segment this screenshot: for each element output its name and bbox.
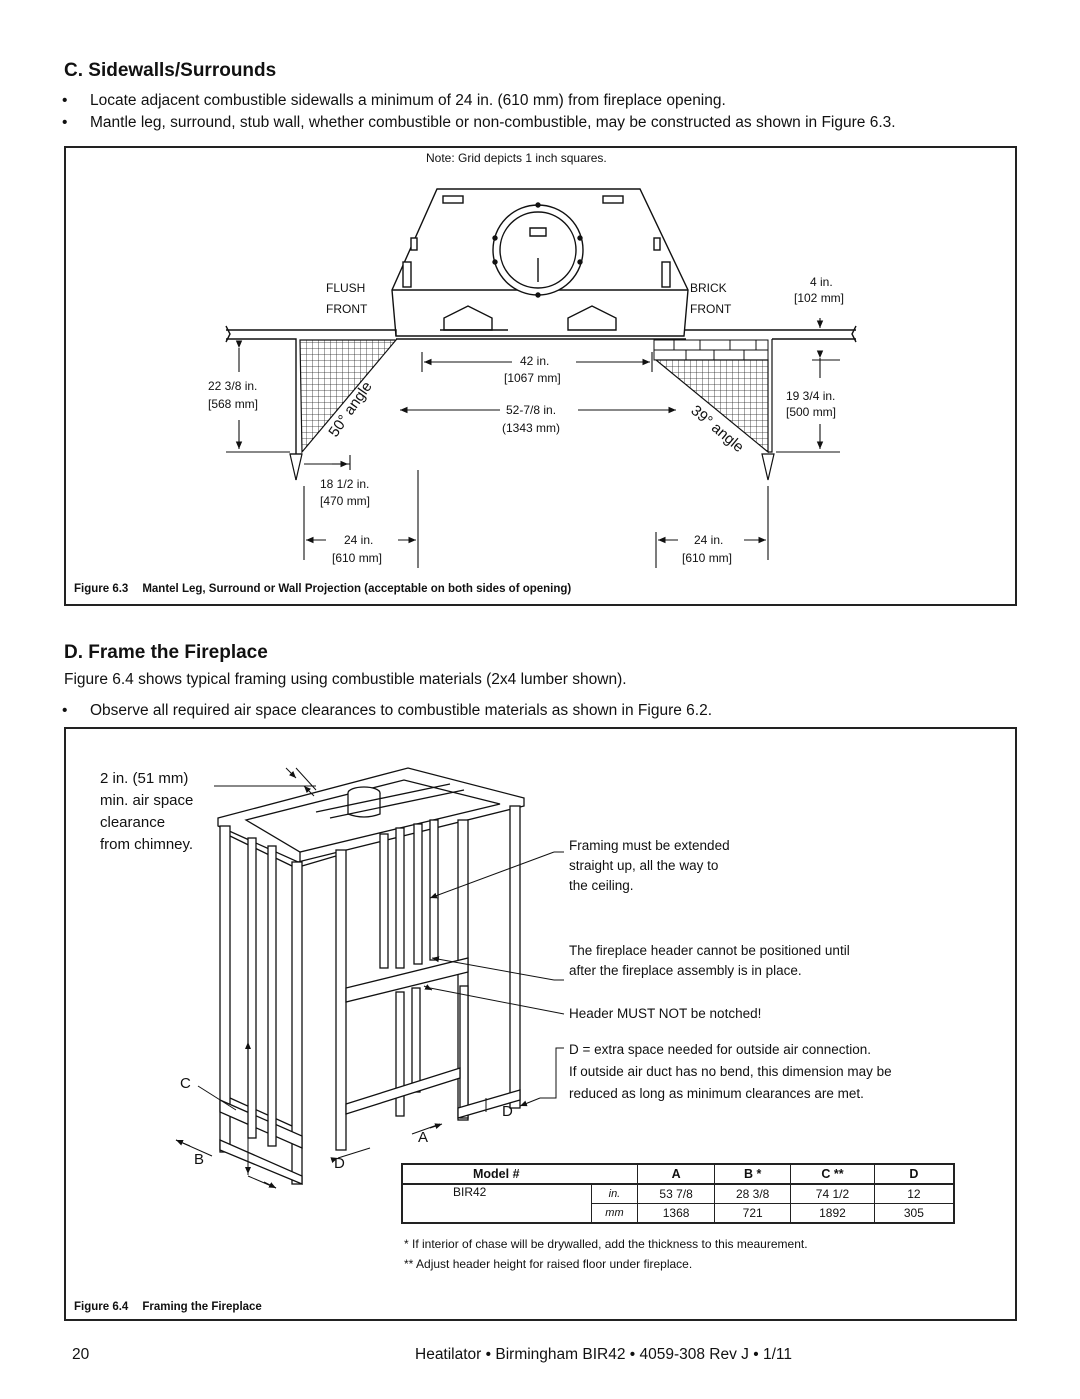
dim-24in-left-2: [610 mm]: [332, 551, 382, 565]
dim-4in-1: 4 in.: [810, 275, 833, 289]
chimney-clearance-note: 2 in. (51 mm) min. air space clearance f…: [100, 768, 193, 856]
grid-note: Note: Grid depicts 1 inch squares.: [426, 151, 607, 165]
value-b: 28 3/8: [714, 1183, 792, 1204]
flush-front-label-2: FRONT: [326, 302, 368, 316]
note-line: D = extra space needed for outside air c…: [569, 1042, 872, 1057]
section-d-title: D. Frame the Fireplace: [64, 642, 268, 663]
dim-18in-2: [470 mm]: [320, 494, 370, 508]
letter-a: A: [418, 1129, 428, 1146]
figure-6-4-caption: Figure 6.4 Framing the Fireplace: [74, 1301, 262, 1313]
wall-outline: [225, 325, 857, 480]
col-unit: [591, 1163, 639, 1185]
table-row: BIR42 in. 53 7/8 28 3/8 74 1/2 12: [401, 1183, 955, 1224]
figure-6-3: [64, 146, 1017, 606]
bullet-sidewalls: •Locate adjacent combustible sidewalls a…: [62, 92, 726, 109]
dim-19in-1: 19 3/4 in.: [786, 389, 835, 403]
note-line: Framing must be extended: [569, 838, 730, 853]
dim-4in-2: [102 mm]: [794, 291, 844, 305]
figure-6-3-drawing: FLUSH FRONT BRICK FRONT 4 in. [102 mm] 4…: [208, 188, 857, 568]
caption-text: Mantel Leg, Surround or Wall Projection …: [142, 583, 572, 595]
value-c: 74 1/2: [790, 1183, 875, 1204]
note-line: clearance: [100, 814, 166, 831]
bullet-clearances: •Observe all required air space clearanc…: [62, 702, 713, 719]
figure-6-3-caption: Figure 6.3 Mantel Leg, Surround or Wall P…: [74, 583, 571, 595]
left-surround: [299, 339, 398, 454]
model-cell: BIR42: [401, 1183, 592, 1224]
caption-number: Figure 6.3: [74, 583, 129, 595]
dim-52in-2: (1343 mm): [502, 421, 560, 435]
figure-6-4-drawing: C B D A D: [175, 767, 565, 1189]
dim-22in-1: 22 3/8 in.: [208, 379, 257, 393]
brick-front-label-1: BRICK: [690, 281, 727, 295]
value-c: 1892: [790, 1203, 875, 1224]
table-row: mm 1368 721 1892 305: [402, 1203, 955, 1224]
letter-d-right: D: [502, 1103, 513, 1120]
col-b: B *: [714, 1163, 792, 1185]
dim-24in-right-2: [610 mm]: [682, 551, 732, 565]
caption-number: Figure 6.4: [74, 1301, 129, 1313]
value-a: 1368: [636, 1203, 716, 1224]
framing-extended-note: Framing must be extended straight up, al…: [569, 836, 730, 896]
letter-d-bottom: D: [334, 1155, 345, 1172]
footnote-c: ** Adjust header height for raised floor…: [404, 1257, 693, 1271]
bullet-text: Locate adjacent combustible sidewalls a …: [90, 92, 726, 109]
bullet-text: Observe all required air space clearance…: [90, 702, 713, 719]
dim-42in-1: 42 in.: [520, 354, 549, 368]
note-line: 2 in. (51 mm): [100, 770, 189, 787]
dimensions-table: Model # A B * C ** D BIR42 in. 53 7/8 28…: [401, 1163, 955, 1224]
note-line: If outside air duct has no bend, this di…: [569, 1064, 892, 1079]
letter-c: C: [180, 1075, 191, 1092]
note-line: straight up, all the way to: [569, 858, 719, 873]
dim-19in-2: [500 mm]: [786, 405, 836, 419]
note-line: The fireplace header cannot be positione…: [569, 943, 850, 958]
value-d: 305: [873, 1203, 955, 1224]
figure-6-4: [64, 727, 1017, 1321]
page-number: 20: [72, 1346, 90, 1363]
bullet-mantle: •Mantle leg, surround, stub wall, whethe…: [62, 114, 896, 131]
note-line: the ceiling.: [569, 878, 634, 893]
document-footer: Heatilator • Birmingham BIR42 • 4059-308…: [415, 1346, 792, 1363]
dim-22in-2: [568 mm]: [208, 397, 258, 411]
header-position-note: The fireplace header cannot be positione…: [569, 941, 850, 981]
col-a: A: [636, 1163, 716, 1185]
col-d: D: [873, 1163, 955, 1185]
dim-42in-2: [1067 mm]: [504, 371, 561, 385]
right-surround: [654, 359, 769, 454]
table-header-row: Model # A B * C ** D: [401, 1163, 955, 1185]
note-line: min. air space: [100, 792, 194, 809]
header-notch-note: Header MUST NOT be notched!: [569, 1006, 762, 1021]
dim-18in-1: 18 1/2 in.: [320, 477, 369, 491]
framing-structure: [217, 767, 525, 1185]
unit-cell: in.: [590, 1183, 639, 1204]
caption-text: Framing the Fireplace: [142, 1301, 262, 1313]
note-line: from chimney.: [100, 836, 194, 853]
section-c-title: C. Sidewalls/Surrounds: [64, 60, 277, 81]
value-b: 721: [714, 1203, 792, 1224]
dim-24in-right-1: 24 in.: [694, 533, 723, 547]
flush-front-label-1: FLUSH: [326, 281, 365, 295]
col-c: C **: [790, 1163, 875, 1185]
value-a: 53 7/8: [636, 1183, 716, 1204]
col-model: Model #: [401, 1163, 592, 1185]
brick-front-label-2: FRONT: [690, 302, 732, 316]
value-d: 12: [873, 1183, 955, 1204]
dim-24in-left-1: 24 in.: [344, 533, 373, 547]
fireplace-unit: [391, 188, 689, 337]
note-line: after the fireplace assembly is in place…: [569, 963, 802, 978]
brick-front: [653, 339, 769, 361]
bullet-text: Mantle leg, surround, stub wall, whether…: [90, 114, 896, 131]
footnote-b: * If interior of chase will be drywalled…: [404, 1237, 808, 1251]
dim-52in-1: 52-7/8 in.: [506, 403, 556, 417]
outside-air-note: D = extra space needed for outside air c…: [569, 1039, 892, 1105]
letter-b: B: [194, 1151, 204, 1168]
section-d-intro: Figure 6.4 shows typical framing using c…: [64, 671, 627, 688]
note-line: reduced as long as minimum clearances ar…: [569, 1086, 864, 1101]
unit-cell: mm: [590, 1203, 639, 1224]
